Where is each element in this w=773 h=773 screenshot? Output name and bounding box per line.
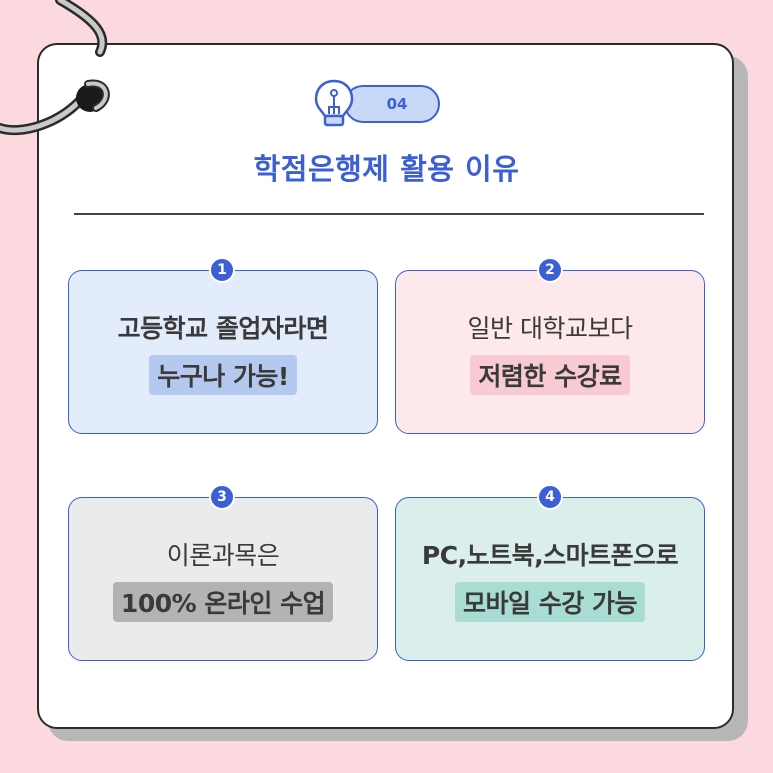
reason-highlight: 모바일 수강 가능 — [455, 582, 645, 622]
reason-text: 일반 대학교보다 — [467, 314, 633, 343]
lightbulb-icon — [314, 79, 354, 127]
reason-text: 이론과목은 — [166, 541, 280, 570]
reason-card-2: 일반 대학교보다 저렴한 수강료 — [395, 270, 705, 434]
reason-card-3: 이론과목은 100% 온라인 수업 — [68, 497, 378, 661]
page-title: 학점은행제 활용 이유 — [253, 152, 520, 186]
reason-highlight: 저렴한 수강료 — [470, 355, 630, 395]
reason-number-badge-2: 2 — [537, 257, 563, 283]
reason-number-badge-1: 1 — [209, 257, 235, 283]
reason-card-1: 고등학교 졸업자라면 누구나 가능! — [68, 270, 378, 434]
reason-highlight: 100% 온라인 수업 — [112, 582, 334, 622]
reason-number-badge-4: 4 — [537, 484, 563, 510]
reason-highlight: 누구나 가능! — [149, 355, 297, 395]
reason-number-badge-3: 3 — [209, 484, 235, 510]
reason-text: 고등학교 졸업자라면 — [117, 314, 329, 343]
divider — [74, 213, 704, 215]
reason-text: PC,노트북,스마트폰으로 — [421, 541, 679, 570]
section-number-badge: 04 — [344, 85, 440, 123]
reason-card-4: PC,노트북,스마트폰으로 모바일 수강 가능 — [395, 497, 705, 661]
